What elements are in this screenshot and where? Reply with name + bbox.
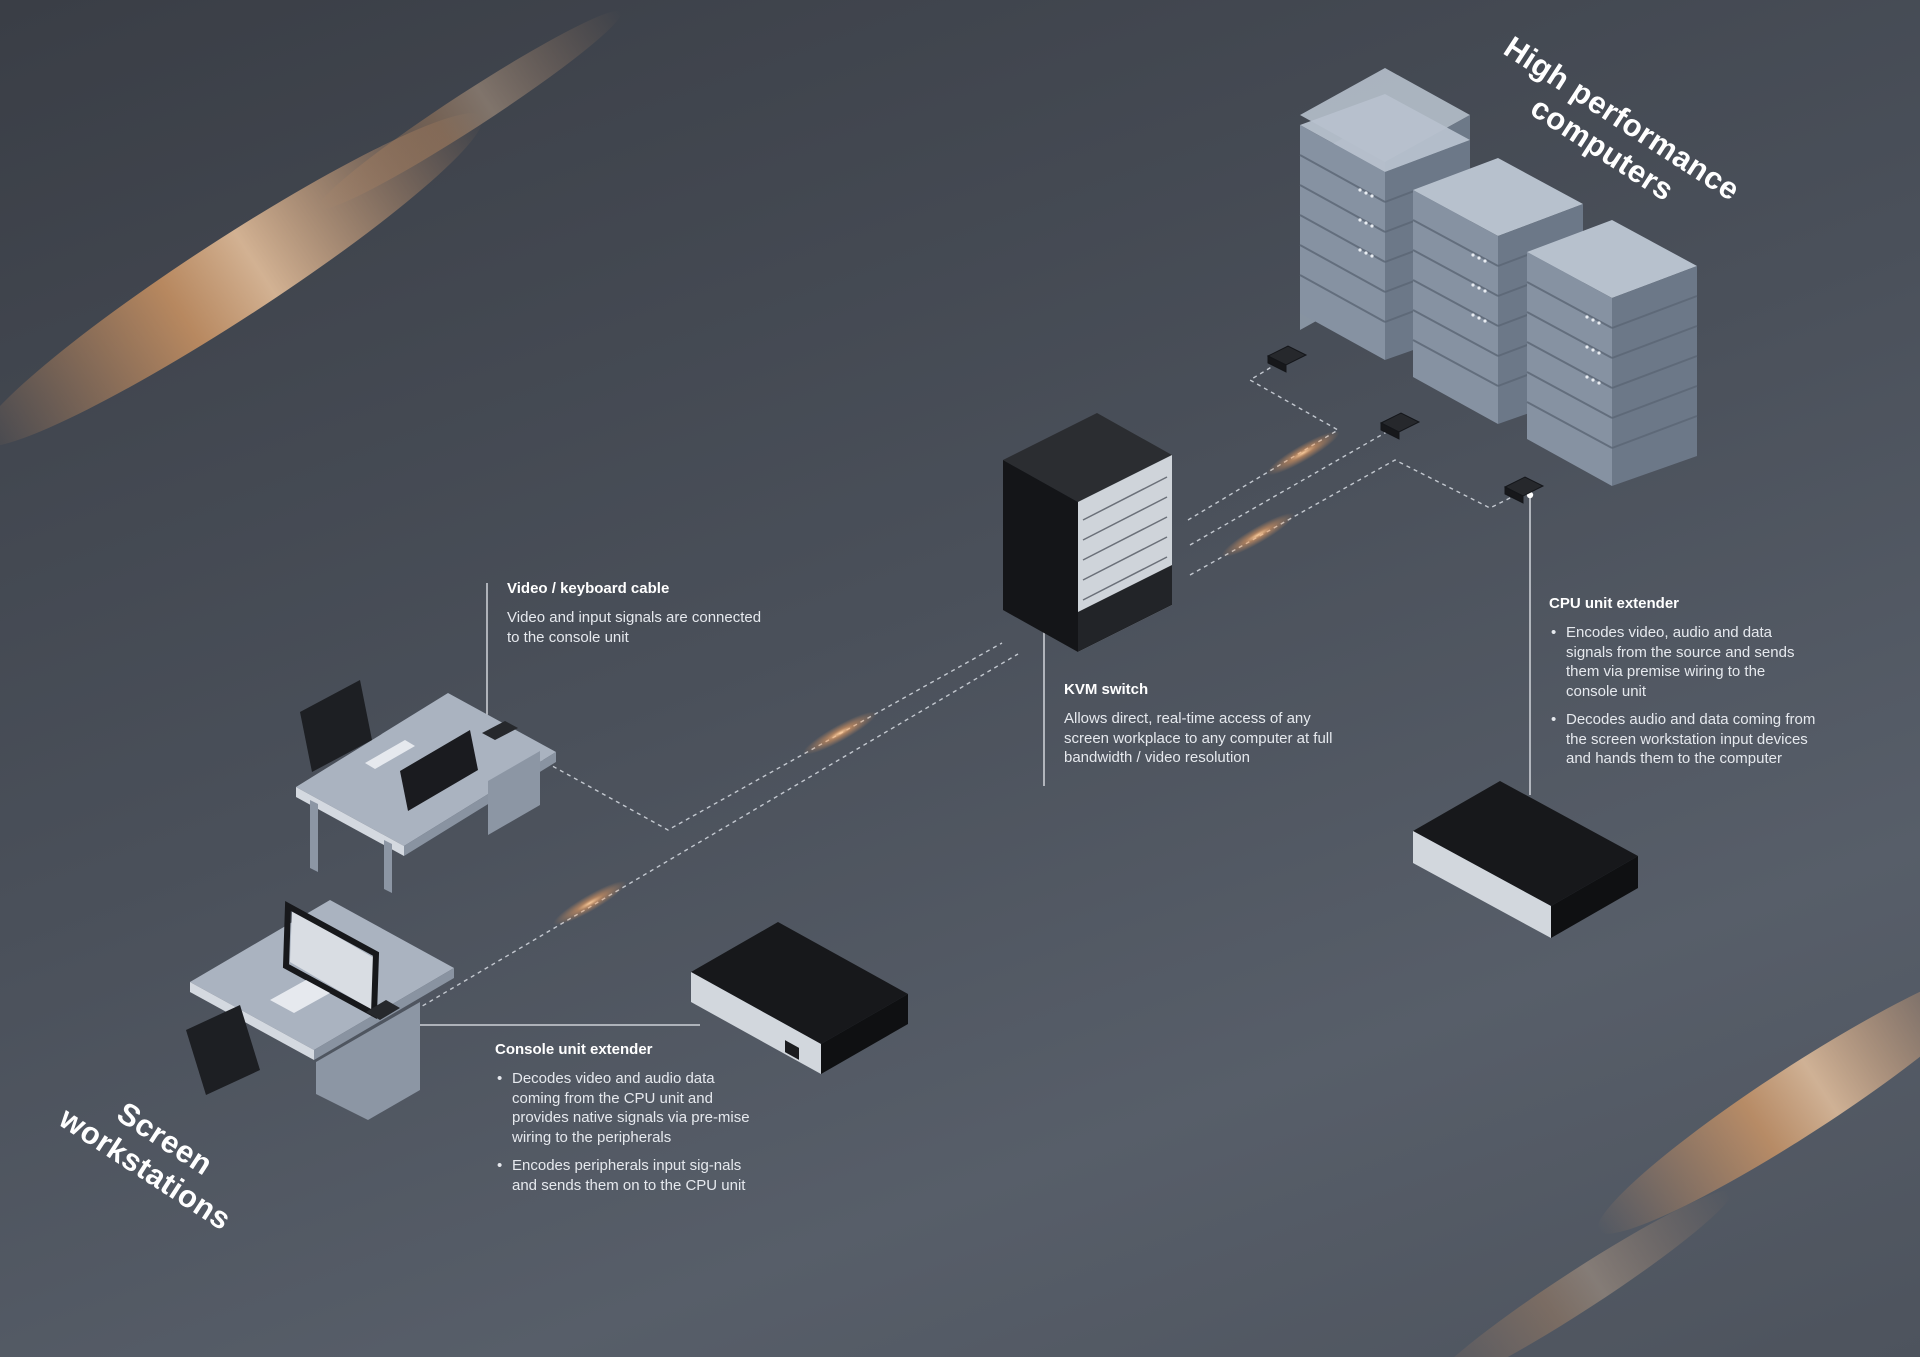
callout-bullet: Decodes video and audio data coming from… xyxy=(495,1069,765,1147)
callout-bullet: Encodes video, audio and data signals fr… xyxy=(1549,623,1819,701)
callout-bullet: Decodes audio and data coming from the s… xyxy=(1549,710,1819,769)
callout-bullet: Encodes peripherals input sig-nals and s… xyxy=(495,1156,765,1195)
callout-kvm-switch: KVM switch Allows direct, real-time acce… xyxy=(1064,681,1334,768)
callout-cpu-unit-extender: CPU unit extender Encodes video, audio a… xyxy=(1549,595,1819,778)
callout-text: Video and input signals are connected to… xyxy=(507,609,762,646)
callout-bullet-list: Encodes video, audio and data signals fr… xyxy=(1549,623,1819,769)
workstation-upper xyxy=(296,680,556,893)
callout-video-keyboard-cable: Video / keyboard cable Video and input s… xyxy=(507,580,777,647)
kvm-switch-device xyxy=(1003,413,1172,652)
cable-glow-markers xyxy=(553,430,1340,926)
server-stack-right xyxy=(1526,220,1698,486)
callout-text: Allows direct, real-time access of any s… xyxy=(1064,710,1333,766)
callout-title: CPU unit extender xyxy=(1549,595,1680,612)
leader-lines xyxy=(396,495,1531,1026)
cables xyxy=(401,356,1531,1019)
callout-title: Console unit extender xyxy=(495,1041,653,1058)
workstation-lower xyxy=(186,900,454,1120)
callout-title: KVM switch xyxy=(1064,681,1149,698)
cpu-extender-device xyxy=(1413,781,1638,938)
callout-console-unit-extender: Console unit extender Decodes video and … xyxy=(495,1041,765,1204)
callout-bullet-list: Decodes video and audio data coming from… xyxy=(495,1069,765,1195)
server-dongles xyxy=(1266,345,1545,504)
console-extender-device xyxy=(691,922,908,1074)
callout-title: Video / keyboard cable xyxy=(507,580,670,597)
leader-dots xyxy=(392,491,1534,1029)
